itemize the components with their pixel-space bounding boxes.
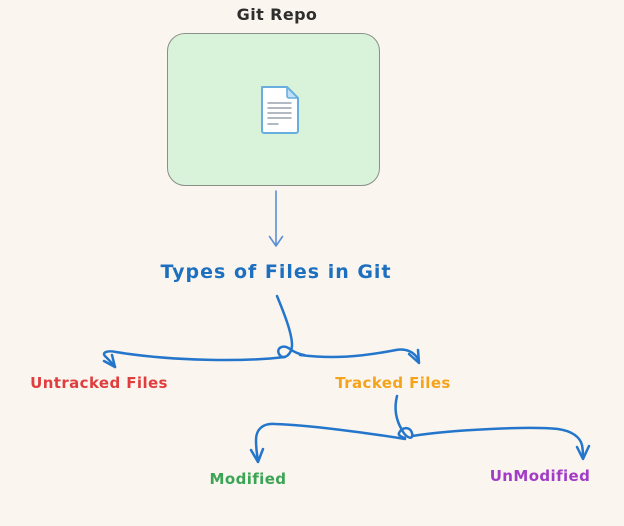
document-icon (261, 86, 299, 134)
untracked-files-label: Untracked Files (30, 374, 168, 392)
types-of-files-label: Types of Files in Git (160, 261, 392, 283)
arrow-tracked-branch-icon (249, 394, 591, 464)
tracked-files-label: Tracked Files (335, 374, 451, 392)
modified-label: Modified (209, 470, 287, 488)
arrow-types-branch-icon (102, 294, 421, 369)
git-repo-title: Git Repo (236, 5, 318, 24)
unmodified-label: UnModified (489, 467, 591, 485)
arrow-repo-to-types-icon (268, 190, 284, 247)
